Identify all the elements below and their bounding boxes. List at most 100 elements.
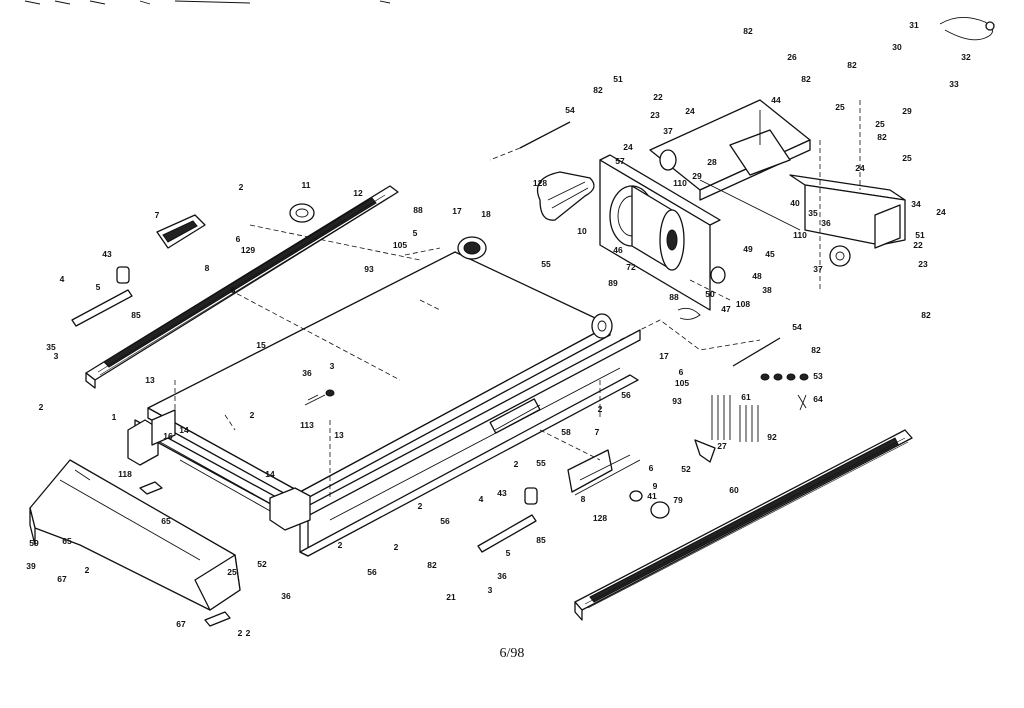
part-callout-25: 25 bbox=[227, 567, 237, 577]
part-callout-11: 11 bbox=[302, 180, 311, 190]
part-callout-45: 45 bbox=[765, 249, 775, 259]
part-callout-55: 55 bbox=[536, 458, 546, 468]
part-callout-24: 24 bbox=[855, 163, 865, 173]
part-callout-118: 118 bbox=[118, 469, 132, 479]
part-callout-5: 5 bbox=[96, 282, 101, 292]
part-callout-51: 51 bbox=[613, 74, 623, 84]
part-callout-24: 24 bbox=[623, 142, 633, 152]
part-callout-2: 2 bbox=[239, 182, 244, 192]
part-callout-113: 113 bbox=[300, 420, 314, 430]
part-callout-4: 4 bbox=[60, 274, 65, 284]
part-callout-41: 41 bbox=[647, 491, 657, 501]
part-callout-2: 2 bbox=[250, 410, 255, 420]
part-callout-38: 38 bbox=[762, 285, 772, 295]
part-callout-56: 56 bbox=[440, 516, 450, 526]
part-callout-128: 128 bbox=[533, 178, 547, 188]
part-callout-93: 93 bbox=[672, 396, 682, 406]
part-callout-18: 18 bbox=[481, 209, 491, 219]
part-callout-7: 7 bbox=[595, 427, 600, 437]
part-callout-82: 82 bbox=[801, 74, 811, 84]
part-callout-54: 54 bbox=[565, 105, 575, 115]
part-callout-50: 50 bbox=[705, 289, 715, 299]
part-callout-36: 36 bbox=[302, 368, 312, 378]
part-callout-85: 85 bbox=[131, 310, 141, 320]
part-callout-60: 60 bbox=[729, 485, 739, 495]
part-callout-65: 65 bbox=[161, 516, 171, 526]
part-callout-37: 37 bbox=[663, 126, 673, 136]
part-callout-33: 33 bbox=[949, 79, 959, 89]
part-callout-7: 7 bbox=[155, 210, 160, 220]
part-callout-1: 1 bbox=[112, 412, 117, 422]
part-callout-24: 24 bbox=[936, 207, 946, 217]
part-callout-2: 2 bbox=[394, 542, 399, 552]
part-callout-21: 21 bbox=[446, 592, 456, 602]
part-callout-44: 44 bbox=[771, 95, 781, 105]
motor-hood bbox=[29, 459, 241, 627]
part-callout-24: 24 bbox=[685, 106, 695, 116]
part-callout-82: 82 bbox=[847, 60, 857, 70]
part-callout-105: 105 bbox=[393, 240, 407, 250]
motor-assembly bbox=[536, 154, 726, 311]
part-callout-40: 40 bbox=[790, 198, 800, 208]
part-callout-36: 36 bbox=[281, 591, 291, 601]
part-callout-48: 48 bbox=[752, 271, 762, 281]
part-callout-27: 27 bbox=[717, 441, 727, 451]
part-callout-51: 51 bbox=[915, 230, 925, 240]
incline-frame bbox=[649, 99, 906, 267]
part-callout-2: 2 bbox=[85, 565, 90, 575]
part-callout-35: 35 bbox=[46, 342, 56, 352]
part-callout-67: 67 bbox=[176, 619, 186, 629]
part-callout-105: 105 bbox=[675, 378, 689, 388]
part-callout-85: 85 bbox=[536, 535, 546, 545]
part-callout-128: 128 bbox=[593, 513, 607, 523]
part-callout-57: 57 bbox=[615, 156, 625, 166]
part-callout-2: 2 bbox=[246, 628, 251, 638]
part-callout-28: 28 bbox=[707, 157, 717, 167]
part-callout-72: 72 bbox=[626, 262, 636, 272]
part-callout-25: 25 bbox=[835, 102, 845, 112]
part-callout-108: 108 bbox=[736, 299, 750, 309]
part-callout-8: 8 bbox=[581, 494, 586, 504]
part-callout-82: 82 bbox=[427, 560, 437, 570]
part-callout-2: 2 bbox=[338, 540, 343, 550]
part-callout-79: 79 bbox=[673, 495, 683, 505]
part-callout-110: 110 bbox=[793, 230, 807, 240]
part-callout-2: 2 bbox=[514, 459, 519, 469]
part-callout-88: 88 bbox=[669, 292, 679, 302]
part-callout-92: 92 bbox=[767, 432, 777, 442]
part-callout-56: 56 bbox=[367, 567, 377, 577]
part-callout-54: 54 bbox=[792, 322, 802, 332]
part-callout-31: 31 bbox=[909, 20, 919, 30]
part-callout-89: 89 bbox=[608, 278, 618, 288]
part-callout-65: 65 bbox=[62, 536, 72, 546]
part-callout-55: 55 bbox=[541, 259, 551, 269]
part-callout-6: 6 bbox=[649, 463, 654, 473]
part-callout-46: 46 bbox=[613, 245, 623, 255]
part-callout-23: 23 bbox=[650, 110, 660, 120]
part-callout-34: 34 bbox=[911, 199, 921, 209]
part-callout-25: 25 bbox=[902, 153, 912, 163]
part-callout-82: 82 bbox=[921, 310, 931, 320]
part-callout-3: 3 bbox=[54, 351, 59, 361]
part-callout-39: 39 bbox=[26, 561, 36, 571]
part-callout-93: 93 bbox=[364, 264, 374, 274]
part-callout-13: 13 bbox=[145, 375, 155, 385]
walking-deck bbox=[127, 236, 641, 557]
part-callout-82: 82 bbox=[877, 132, 887, 142]
part-callout-29: 29 bbox=[902, 106, 912, 116]
part-callout-25: 25 bbox=[875, 119, 885, 129]
part-callout-22: 22 bbox=[653, 92, 663, 102]
part-callout-2: 2 bbox=[39, 402, 44, 412]
part-callout-2: 2 bbox=[598, 404, 603, 414]
part-callout-17: 17 bbox=[452, 206, 462, 216]
part-callout-5: 5 bbox=[413, 228, 418, 238]
part-callout-12: 12 bbox=[353, 188, 363, 198]
part-callout-14: 14 bbox=[265, 469, 275, 479]
part-callout-36: 36 bbox=[821, 218, 831, 228]
part-callout-14: 14 bbox=[179, 425, 189, 435]
left-side-rail bbox=[85, 185, 399, 389]
part-callout-23: 23 bbox=[918, 259, 928, 269]
